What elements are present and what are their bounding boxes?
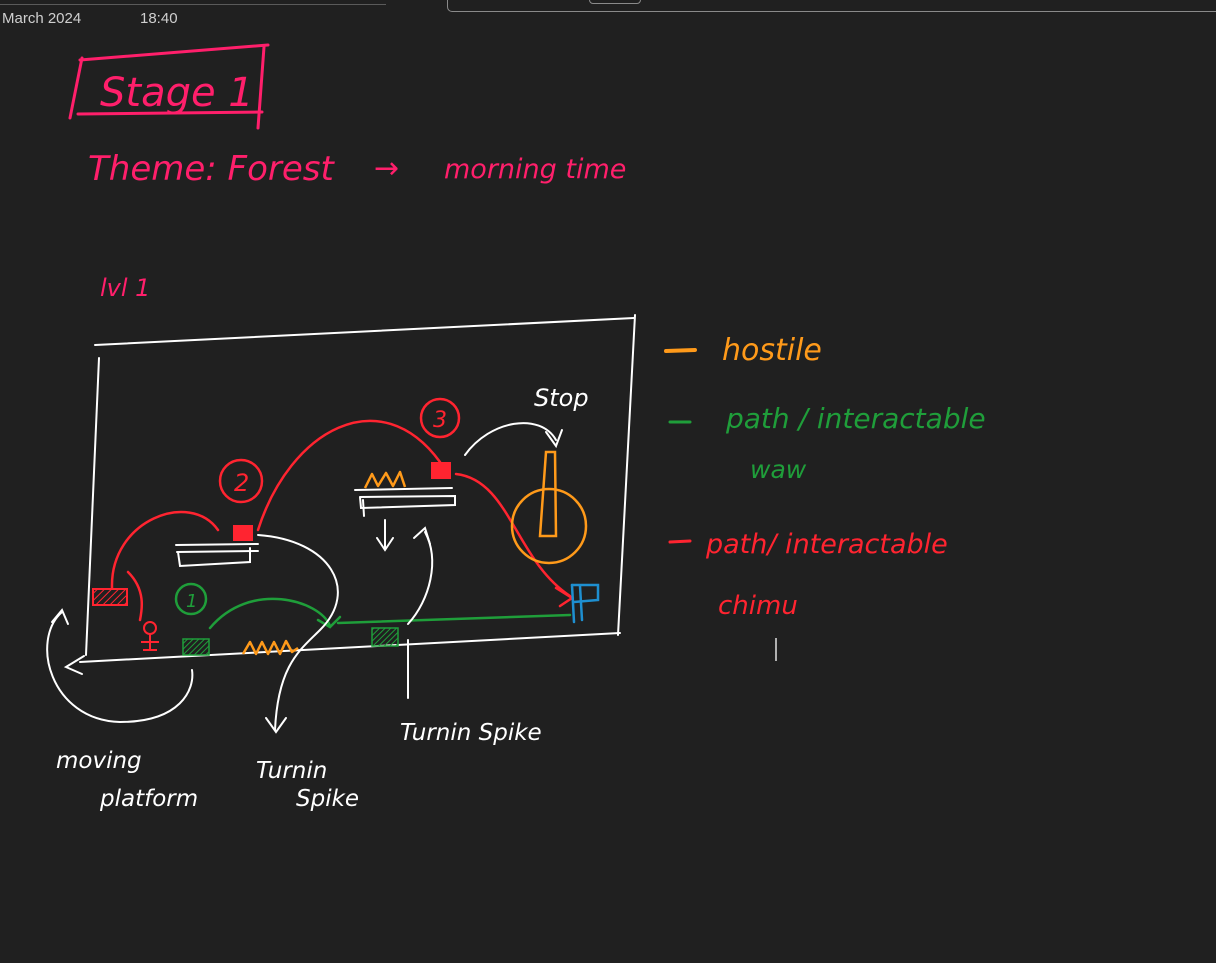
top-bar: March 2024 18:40 [0, 0, 1216, 34]
platform-right [354, 487, 456, 517]
turning-spike-a-label-line-1: Turnin [256, 758, 327, 784]
legend-chimu-label: path/ interactable [705, 529, 948, 560]
chimu-block-2 [233, 525, 253, 541]
marker-3-label: 3 [433, 408, 447, 433]
turning-spike-a-label-line-2: Spike [296, 786, 359, 812]
level-label: lvl 1 [100, 274, 150, 302]
marker-2-circle [218, 458, 264, 504]
spike-hazard-floor [241, 639, 299, 656]
legend-hostile-label: hostile [722, 333, 822, 368]
stop-label: Stop [534, 384, 589, 412]
legend-hostile-swatch [664, 348, 697, 353]
page-time: 18:40 [140, 10, 178, 27]
marker-1-circle [174, 582, 208, 616]
theme-arrow: → [374, 151, 399, 186]
stop-gate [510, 450, 588, 565]
turning-spike-b-label: Turnin Spike [400, 720, 542, 746]
spike-hazard-platform [363, 470, 407, 489]
waw-block-2 [371, 627, 399, 647]
marker-3-circle [419, 397, 461, 439]
chimu-start-block [92, 588, 128, 606]
chimu-block-3 [431, 462, 451, 479]
waw-start-block [182, 638, 210, 656]
date-divider [0, 4, 386, 5]
stage-title: Stage 1 [100, 70, 254, 116]
level-map-frame [79, 314, 636, 663]
annotation-arrows [46, 422, 563, 734]
page-title-field[interactable] [447, 0, 1216, 12]
chimu-character-icon [141, 621, 159, 651]
chimu-path [110, 419, 575, 622]
legend-waw-owner: waw [750, 455, 807, 484]
stage-title-box [68, 43, 270, 130]
legend-chimu-owner: chimu [718, 591, 798, 621]
legend-chimu-swatch [668, 539, 692, 544]
platform-left [175, 543, 259, 568]
theme-time-text: morning time [444, 154, 626, 185]
legend-waw-label: path / interactable [725, 402, 986, 435]
theme-text: Theme: Forest [88, 149, 336, 189]
waw-path [208, 597, 572, 630]
page-date: March 2024 [2, 10, 82, 27]
marker-2-label: 2 [234, 469, 249, 497]
moving-platform-label-line-1: moving [56, 748, 142, 774]
goal-flag-icon [570, 583, 600, 624]
moving-platform-label-line-2: platform [99, 786, 198, 812]
marker-1-label: 1 [186, 591, 197, 612]
